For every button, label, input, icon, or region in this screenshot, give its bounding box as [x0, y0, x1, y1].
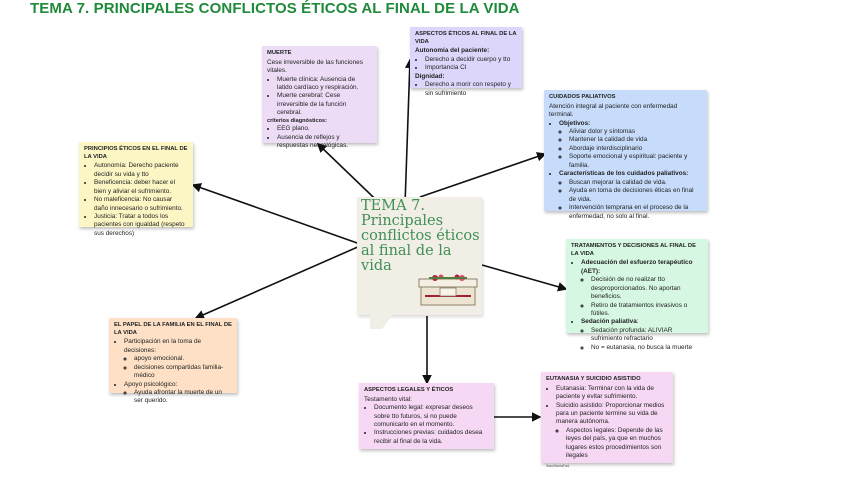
- list-item: Eutanasia: Terminar con la vida de pacie…: [556, 385, 668, 402]
- speech-tail: [370, 313, 394, 329]
- list-item: Soporte emocional y espiritual: paciente…: [569, 153, 702, 170]
- eutanasia-box: EUTANASIA Y SUICIDIO ASISTIDO Eutanasia:…: [541, 372, 673, 468]
- page-title: TEMA 7. PRINCIPALES CONFLICTOS ÉTICOS AL…: [30, 0, 520, 17]
- apoyo-label: Apoyo psicológico:: [124, 380, 178, 388]
- participacion-label: Participación en la toma de decisiones:: [124, 338, 202, 354]
- list-item: Abordaje interdisciplinario: [569, 145, 702, 153]
- arrow-to-cuidados: [419, 152, 547, 198]
- list-item: Autonomía: Derecho paciente decidir su v…: [94, 162, 188, 179]
- list-item: Muerte clínica: Ausencia de latido cardí…: [277, 76, 372, 93]
- eutanasia-heading: EUTANASIA Y SUICIDIO ASISTIDO: [546, 376, 641, 382]
- list-item: Sedación profunda: ALIVIAR sufrimiento r…: [591, 327, 703, 344]
- list-item: Instrucciones previas: cuidados desea re…: [374, 429, 489, 446]
- sedacion-label: Sedación paliativa: [581, 318, 637, 326]
- list-item: Documento legal: expresar deseos sobre t…: [374, 404, 489, 429]
- muerte-box: MUERTE Cese irreversible de las funcione…: [262, 46, 377, 149]
- list-item: Justicia: Tratar a todos los pacientes c…: [94, 213, 188, 238]
- familia-box: EL PAPEL DE LA FAMILIA EN EL FINAL DE LA…: [109, 318, 237, 404]
- arrow-to-aspectos-eticos: [404, 58, 415, 206]
- autonomia-label: Autonomía del paciente:: [415, 47, 490, 55]
- list-item: Importancia CI: [425, 64, 517, 72]
- list-item: Derecho a decidir cuerpo y tto: [425, 56, 517, 64]
- legales-intro: Testamento vital:: [364, 395, 412, 403]
- cuidados-heading: CUIDADOS PALIATIVOS: [549, 94, 616, 100]
- list-item: Retiro de tratamientos invasivos o fútil…: [591, 302, 703, 319]
- list-item: EEG plano.: [277, 125, 372, 133]
- tratamientos-heading: TRATAMIENTOS Y DECISIONES AL FINAL DE LA…: [571, 243, 696, 257]
- list-item: Derecho a morir con respeto y sin sufrim…: [425, 81, 517, 98]
- footer-note: SansSantaFad: [546, 463, 570, 468]
- aspectos-eticos-heading: ASPECTOS ÉTICOS AL FINAL DE LA VIDA: [415, 31, 517, 45]
- list-item: Ayuda en toma de decisiones éticas en fi…: [569, 187, 702, 204]
- central-topic-card: TEMA 7. Principales conflictos éticos al…: [357, 197, 482, 315]
- cuidados-intro: Atención integral al paciente con enferm…: [549, 102, 678, 119]
- familia-heading: EL PAPEL DE LA FAMILIA EN EL FINAL DE LA…: [114, 322, 232, 336]
- principios-box: PRINCIPIOS ÉTICOS EN EL FINAL DE LA VIDA…: [79, 142, 193, 237]
- criteria-label: criterios diagnósticos:: [267, 117, 327, 124]
- list-item: Buscan mejorar la calidad de vida.: [569, 179, 702, 187]
- list-item: Ausencia de reflejos y respuestas neurol…: [277, 134, 372, 151]
- muerte-intro: Cese irreversible de las funciones vital…: [267, 58, 363, 75]
- cuidados-box: CUIDADOS PALIATIVOS Atención integral al…: [544, 90, 707, 220]
- list-item: apoyo emocional.: [134, 355, 232, 363]
- arrow-to-principios: [191, 183, 361, 245]
- list-item: Intervención temprana en el proceso de l…: [569, 204, 702, 221]
- list-item: No = eutanasia, no busca la muerte: [591, 344, 703, 352]
- list-item: Mantener la calidad de vida: [569, 136, 702, 144]
- list-item: Aspectos legales: Depende de las leyes d…: [566, 427, 668, 461]
- dignidad-label: Dignidad:: [415, 72, 445, 80]
- list-item: No maleficencia: No causar daño innecesa…: [94, 196, 188, 213]
- list-item: Aliviar dolor y síntomas: [569, 128, 702, 136]
- list-item: Beneficencia: deber hacer el bien y aliv…: [94, 179, 188, 196]
- tratamientos-box: TRATAMIENTOS Y DECISIONES AL FINAL DE LA…: [566, 239, 708, 351]
- list-item: Ayuda afrontar la muerte de un ser queri…: [134, 389, 232, 406]
- objetivos-label: Objetivos:: [559, 119, 591, 127]
- list-item: decisiones compartidas familia-médico: [134, 364, 232, 381]
- central-topic-title: TEMA 7. Principales conflictos éticos al…: [361, 198, 480, 274]
- list-item: Muerte cerebral: Cese irreversible de la…: [277, 92, 372, 117]
- list-item: Decisión de no realizar tto desproporcio…: [591, 276, 703, 301]
- principios-heading: PRINCIPIOS ÉTICOS EN EL FINAL DE LA VIDA: [84, 146, 188, 160]
- aspectos-eticos-box: ASPECTOS ÉTICOS AL FINAL DE LA VIDA Auto…: [410, 27, 522, 97]
- aet-label: Adecuación del esfuerzo terapéutico (AET…: [581, 259, 693, 275]
- coffin-illustration-icon: [418, 274, 478, 306]
- legales-heading: ASPECTOS LEGALES Y ÉTICOS: [364, 387, 454, 393]
- caracteristicas-label: Características de los cuidados paliativ…: [559, 170, 689, 178]
- list-item: Suicidio asistido: Proporcionar medios p…: [556, 401, 665, 426]
- arrow-to-familia: [194, 245, 361, 320]
- arrow-to-tratamientos: [481, 264, 568, 292]
- legales-box: ASPECTOS LEGALES Y ÉTICOS Testamento vit…: [359, 383, 494, 449]
- muerte-heading: MUERTE: [267, 50, 292, 56]
